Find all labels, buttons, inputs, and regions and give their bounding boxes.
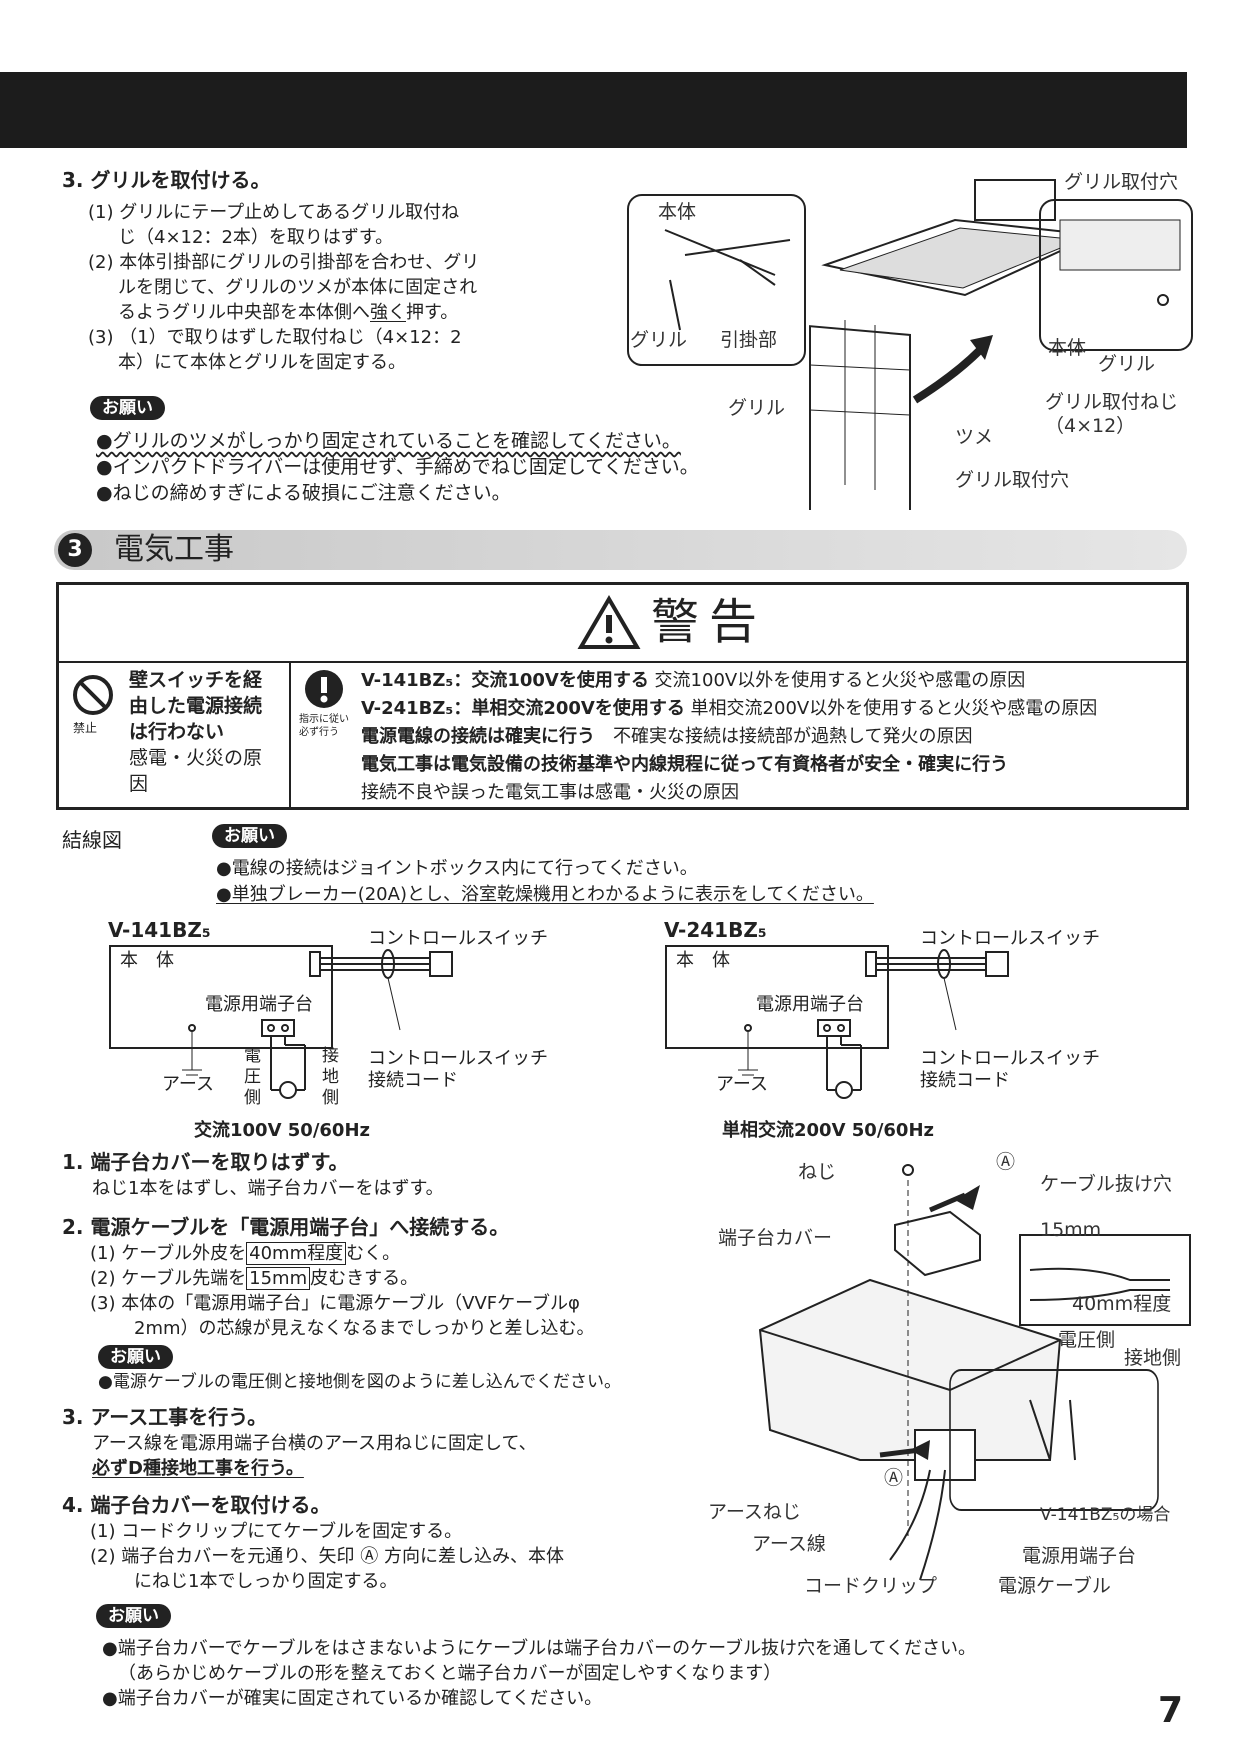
- section-bar: [54, 530, 1187, 570]
- wiring-diagram-v241: [665, 945, 1009, 1099]
- label-body-right: 本体: [1048, 337, 1087, 359]
- warning-triangle-icon: [577, 595, 641, 649]
- label-voltage-side: 電圧側: [244, 1046, 261, 1108]
- warning-lines: V-141BZ₅：交流100Vを使用する 交流100V以外を使用すると火災や感電…: [361, 670, 1098, 803]
- label-terminal-v241: 電源用端子台: [756, 994, 864, 1015]
- instruction-icon: [305, 670, 343, 708]
- label-grille-hole-top: グリル取付穴: [1064, 171, 1179, 193]
- label-40mm: 40mm程度: [1072, 1293, 1172, 1315]
- strip-inset: [1019, 1234, 1191, 1326]
- label-screw-size: （4×12）: [1045, 415, 1136, 437]
- header-bar: [0, 72, 1187, 148]
- inset-left: [627, 194, 806, 366]
- wiring-note-1: ●電線の接続はジョイントボックス内にて行ってください。: [216, 858, 698, 879]
- terminal-inset: [949, 1369, 1159, 1511]
- label-body: 本体: [658, 201, 697, 223]
- power-v241: 単相交流200V 50/60Hz: [722, 1120, 934, 1141]
- label-power-terminal: 電源用端子台: [1022, 1545, 1137, 1567]
- label-terminal-v141: 電源用端子台: [205, 994, 313, 1015]
- model-v141: V-141BZ₅: [108, 918, 211, 942]
- prohibit-icon: [73, 675, 113, 715]
- label-cable-hole: ケーブル抜け穴: [1040, 1173, 1172, 1195]
- label-grille-mid: グリル: [728, 397, 786, 419]
- warning-box: 警告 禁止 壁スイッチを経 由した電源接続 は行わない 感電・火災の原 因 指示…: [56, 582, 1189, 810]
- terminal-diagram: [758, 1164, 1191, 1581]
- label-cord-clip: コードクリップ: [804, 1575, 938, 1597]
- request-badge: お願い: [90, 396, 165, 420]
- label-body-v241: 本 体: [676, 950, 730, 971]
- label-arrow-a-mid: Ⓐ: [884, 1467, 904, 1489]
- grille-instructions: (1) グリルにテープ止めしてあるグリル取付ね じ（4×12：2本）を取りはずす…: [88, 202, 480, 373]
- grille-notes: ●グリルのツメがしっかり固定されていることを確認してください。 ●インパクトドラ…: [96, 430, 699, 504]
- label-arrow-a: Ⓐ: [996, 1151, 1016, 1173]
- terminal-cover: [894, 1210, 981, 1277]
- label-cord-v241: コントロールスイッチ: [920, 1048, 1100, 1069]
- section-title: 電気工事: [114, 532, 234, 567]
- label-voltage: 電圧側: [1058, 1329, 1116, 1351]
- prohibit-text: 壁スイッチを経 由した電源接続 は行わない 感電・火災の原 因: [129, 669, 263, 795]
- label-earth-wire: アース線: [752, 1533, 826, 1555]
- label-grille-hole: グリル取付穴: [955, 469, 1070, 491]
- label-earth-screw: アースねじ: [708, 1501, 801, 1523]
- prohibit-label: 禁止: [73, 721, 98, 735]
- grille-panel: [809, 325, 911, 510]
- section-number: 3: [58, 533, 92, 567]
- inset-right: [1039, 199, 1193, 351]
- page-number: 7: [1158, 1690, 1184, 1731]
- label-screw: グリル取付ねじ: [1045, 391, 1179, 413]
- label-15mm: 15mm: [1040, 1219, 1102, 1241]
- warning-title: 警告: [651, 594, 768, 650]
- step-title: 3. グリルを取付ける。: [62, 168, 271, 192]
- label-grille-right: グリル: [1098, 353, 1156, 375]
- label-screw: ねじ: [798, 1161, 837, 1183]
- label-earth-v241: アース: [716, 1074, 769, 1095]
- final-notes: ●端子台カバーでケーブルをはさまないようにケーブルは端子台カバーのケーブル抜け穴…: [102, 1638, 976, 1709]
- instruction-label: 指示に従い 必ず行う: [299, 714, 349, 738]
- label-switch-v241: コントロールスイッチ: [920, 928, 1100, 949]
- label-terminal-cover: 端子台カバー: [718, 1227, 833, 1249]
- screw-icon: [1157, 294, 1169, 306]
- warning-header: 警告: [59, 585, 1186, 663]
- label-power-cable: 電源ケーブル: [998, 1575, 1111, 1597]
- label-ground: 接地側: [1124, 1347, 1182, 1369]
- wiring-label: 結線図: [62, 828, 122, 852]
- steps-text: 1. 端子台カバーを取りはずす。 ねじ1本をはずし、端子台カバーをはずす。 2.…: [62, 1150, 621, 1592]
- request-badge-2: お願い: [212, 824, 287, 848]
- label-cord2-v141: 接続コード: [368, 1070, 458, 1091]
- model-v241: V-241BZ₅: [664, 918, 767, 942]
- label-grille: グリル: [630, 329, 688, 351]
- wiring-note-2: ●単独ブレーカー(20A)とし、浴室乾燥機用とわかるように表示をしてください。: [216, 884, 874, 905]
- power-v141: 交流100V 50/60Hz: [194, 1120, 370, 1141]
- request-badge-4: お願い: [96, 1604, 171, 1628]
- label-hook: 引掛部: [720, 329, 778, 351]
- screw-icon-top: [902, 1164, 914, 1176]
- wiring-diagram-v141: [109, 945, 453, 1099]
- label-switch-v141: コントロールスイッチ: [368, 928, 548, 949]
- label-case: V-141BZ₅の場合: [1040, 1505, 1171, 1525]
- label-ground-side: 接地側: [322, 1046, 339, 1108]
- label-claw: ツメ: [955, 426, 994, 448]
- label-body-v141: 本 体: [120, 950, 174, 971]
- grille-diagram: [627, 179, 1193, 510]
- label-cord2-v241: 接続コード: [920, 1070, 1010, 1091]
- label-cord-v141: コントロールスイッチ: [368, 1048, 548, 1069]
- label-earth-v141: アース: [162, 1074, 215, 1095]
